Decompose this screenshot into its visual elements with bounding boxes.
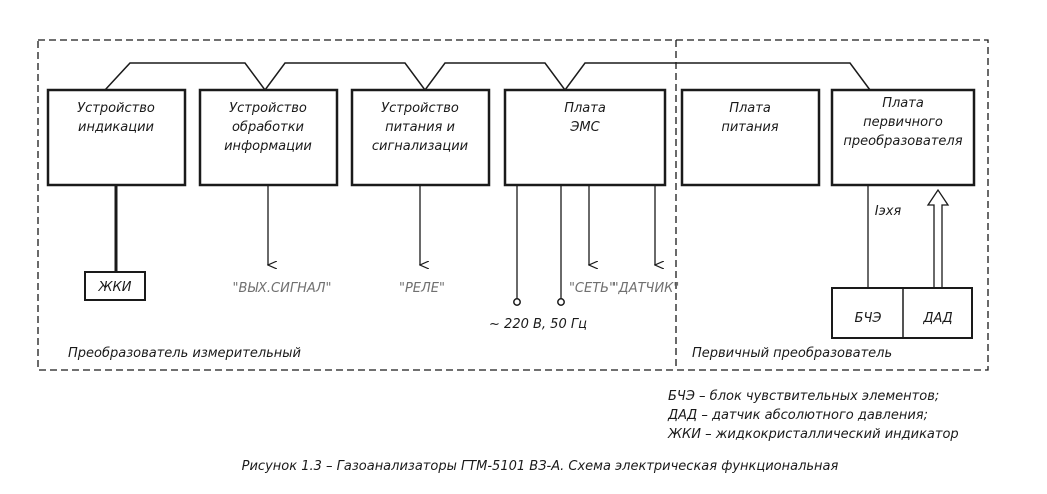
- legend-item-dad: ДАД – датчик абсолютного давления;: [667, 408, 928, 423]
- block-power-board-line-2: питания: [721, 120, 778, 135]
- zhki-box: ЖКИ: [84, 271, 146, 301]
- block-indication-line-1: Устройство: [77, 101, 155, 116]
- bus-line: [104, 62, 871, 92]
- signal-out-label: "ВЫХ.СИГНАЛ": [232, 281, 331, 296]
- region-label-measuring: Преобразователь измерительный: [68, 346, 301, 361]
- block-indication: Устройство индикации: [46, 88, 187, 187]
- dad-label: ДАД: [922, 311, 952, 326]
- legend-item-zhki: ЖКИ – жидкокристаллический индикатор: [667, 427, 959, 442]
- figure-caption: Рисунок 1.3 – Газоанализаторы ГТМ-5101 В…: [242, 459, 839, 474]
- legend-item-bche: БЧЭ – блок чувствительных элементов;: [668, 389, 939, 404]
- dad-hollow-arrow: [926, 188, 950, 288]
- block-primary-line-2: первичного: [863, 115, 943, 130]
- relay-label: "РЕЛЕ": [399, 281, 445, 296]
- block-indication-line-2: индикации: [78, 120, 154, 135]
- block-primary-line-3: преобразователя: [843, 134, 962, 149]
- signal-label: Iэхя: [875, 204, 902, 219]
- mains-terminal-1: [513, 298, 521, 306]
- sensor-label: "ДАТЧИК": [613, 281, 680, 296]
- block-primary: Плата первичного преобразователя: [830, 88, 976, 187]
- zhki-label: ЖКИ: [98, 280, 132, 295]
- region-label-primary: Первичный преобразователь: [692, 346, 892, 361]
- mains-terminal-2: [557, 298, 565, 306]
- sensor-unit-box: БЧЭ ДАД: [831, 287, 973, 339]
- block-power-signal: Устройство питания и сигнализации: [350, 88, 491, 187]
- block-emc-line-2: ЭМС: [569, 120, 600, 135]
- net-label: "СЕТЬ": [569, 281, 615, 296]
- block-emc: Плата ЭМС: [503, 88, 667, 187]
- block-processing-line-3: информации: [224, 139, 312, 154]
- block-emc-line-1: Плата: [564, 101, 606, 116]
- block-processing-line-2: обработки: [232, 120, 304, 135]
- block-power-signal-line-1: Устройство: [381, 101, 459, 116]
- block-primary-line-1: Плата: [882, 96, 924, 111]
- block-processing: Устройство обработки информации: [198, 88, 339, 187]
- block-power-signal-line-3: сигнализации: [372, 139, 468, 154]
- block-processing-line-1: Устройство: [229, 101, 307, 116]
- legend: БЧЭ – блок чувствительных элементов; ДАД…: [667, 389, 959, 442]
- block-power-signal-line-2: питания и: [385, 120, 455, 135]
- block-power-board-line-1: Плата: [729, 101, 771, 116]
- dashed-frame: [37, 39, 989, 371]
- block-power-board: Плата питания: [680, 88, 821, 187]
- mains-label: ~ 220 В, 50 Гц: [489, 317, 587, 332]
- bche-label: БЧЭ: [855, 311, 882, 326]
